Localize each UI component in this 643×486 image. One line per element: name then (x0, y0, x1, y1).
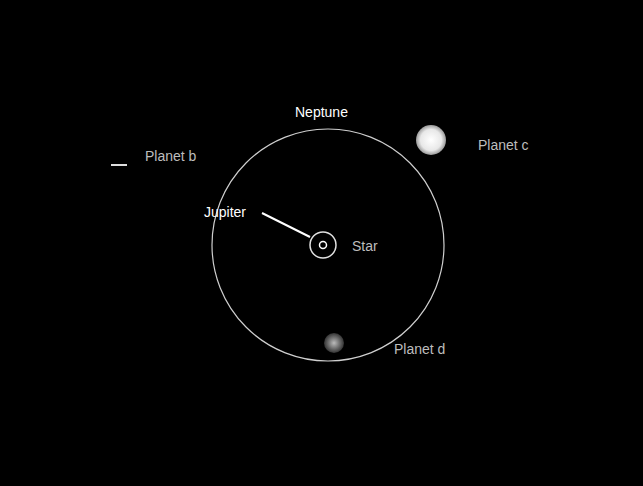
jupiter-orbit (310, 232, 336, 258)
planet-b-symbol (111, 164, 127, 166)
planet-d-symbol (324, 333, 344, 353)
leader-line (262, 213, 310, 237)
planet-c-symbol (416, 125, 446, 155)
orbit-label: Jupiter (204, 204, 246, 220)
star-label: Star (352, 238, 378, 254)
planet-label: Planet b (145, 148, 196, 164)
planet-label: Planet d (394, 341, 445, 357)
orbit-label: Neptune (295, 104, 348, 120)
planet-label: Planet c (478, 137, 529, 153)
star-symbol (320, 242, 327, 249)
neptune-orbit (212, 129, 444, 361)
